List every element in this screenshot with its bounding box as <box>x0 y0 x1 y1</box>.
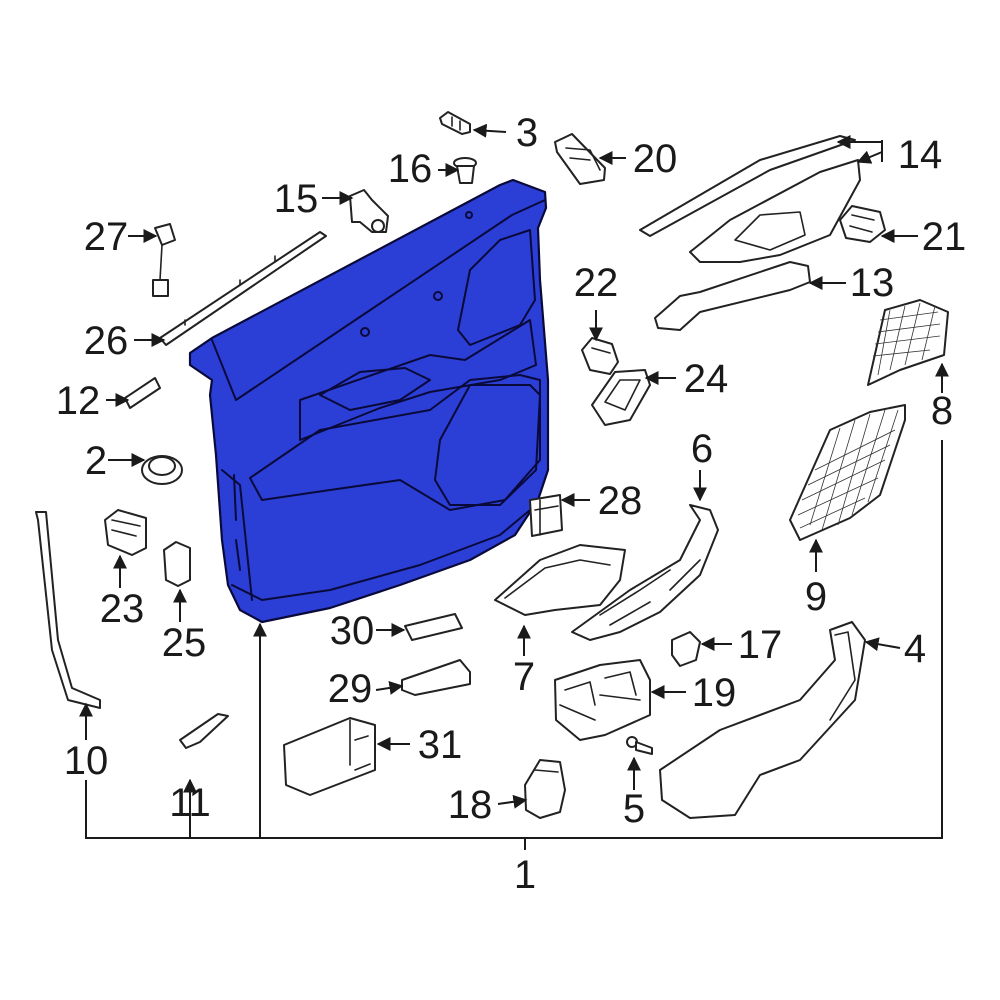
weatherstrip-part[interactable] <box>35 511 101 709</box>
callout-29[interactable]: 29 <box>328 667 373 711</box>
panel-lower-pocket <box>249 374 541 511</box>
panel-armrest <box>299 319 537 441</box>
callout-30[interactable]: 30 <box>330 609 375 653</box>
small-switch-part[interactable] <box>104 509 147 556</box>
callout-25[interactable]: 25 <box>162 621 207 665</box>
clip-part[interactable] <box>179 713 229 749</box>
callout-14[interactable]: 14 <box>898 133 943 177</box>
callout-22[interactable]: 22 <box>574 261 619 305</box>
switch-cap-part[interactable] <box>554 133 606 185</box>
panel-map-pocket <box>434 384 541 506</box>
molding-part[interactable] <box>654 261 811 331</box>
door-trim-panel-body <box>188 178 550 624</box>
callout-19[interactable]: 19 <box>692 671 737 715</box>
socket-part[interactable] <box>671 631 701 667</box>
lower-switch-part[interactable] <box>524 759 566 819</box>
panel-clip-hole <box>433 291 443 301</box>
panel-bottom-edge <box>231 509 531 601</box>
connector-part[interactable] <box>529 494 563 537</box>
callout-20[interactable]: 20 <box>633 137 678 181</box>
badge-part[interactable] <box>404 613 463 641</box>
mirror-switch-part[interactable] <box>839 205 886 243</box>
lower-grille-part[interactable] <box>789 404 906 541</box>
speaker-grille-part[interactable] <box>867 299 949 386</box>
leader-lines <box>79 123 949 850</box>
control-module-part[interactable] <box>283 717 376 796</box>
callout-21[interactable]: 21 <box>922 215 967 259</box>
upper-trim-strip-part[interactable] <box>639 135 861 263</box>
callout-17[interactable]: 17 <box>738 623 783 667</box>
callout-13[interactable]: 13 <box>850 261 895 305</box>
callout-11[interactable]: 11 <box>169 781 211 825</box>
armrest-pad-part[interactable] <box>659 621 866 819</box>
callout-2[interactable]: 2 <box>85 439 107 483</box>
callout-15[interactable]: 15 <box>274 177 319 221</box>
callout-31[interactable]: 31 <box>418 723 463 767</box>
callout-7[interactable]: 7 <box>513 655 535 699</box>
callout-9[interactable]: 9 <box>805 575 827 619</box>
panel-top-rail <box>211 199 546 401</box>
callout-6[interactable]: 6 <box>691 427 713 471</box>
callout-16[interactable]: 16 <box>388 147 433 191</box>
callout-5[interactable]: 5 <box>623 787 645 831</box>
wiring-harness-part[interactable] <box>152 223 176 297</box>
panel-front-edge <box>221 469 253 601</box>
pin-part[interactable] <box>439 111 471 135</box>
callout-12[interactable]: 12 <box>56 379 101 423</box>
door-trim-panel[interactable] <box>188 178 550 624</box>
callout-3[interactable]: 3 <box>516 111 538 155</box>
panel-handle-recess <box>319 367 431 411</box>
grommet-part[interactable] <box>141 455 183 485</box>
bracket-part[interactable] <box>349 189 389 233</box>
callout-labels: 1 2 3 4 5 6 7 8 9 10 11 12 13 14 15 16 1… <box>56 111 967 897</box>
panel-clip-hole <box>465 211 473 219</box>
tray-part[interactable] <box>494 544 626 616</box>
callout-18[interactable]: 18 <box>448 783 493 827</box>
window-switch-part[interactable] <box>554 659 651 741</box>
callout-23[interactable]: 23 <box>100 587 145 631</box>
callout-4[interactable]: 4 <box>904 627 926 671</box>
callout-10[interactable]: 10 <box>64 739 109 783</box>
callout-8[interactable]: 8 <box>931 389 953 433</box>
switch-bezel-part[interactable] <box>591 369 651 426</box>
lower-grille-mesh <box>797 409 899 531</box>
label-part[interactable] <box>124 377 161 409</box>
screw-part[interactable] <box>626 736 653 755</box>
callout-28[interactable]: 28 <box>598 479 643 523</box>
callout-27[interactable]: 27 <box>84 215 129 259</box>
panel-clip-hole <box>360 327 370 337</box>
grille-mesh <box>872 302 941 376</box>
pad-part[interactable] <box>401 659 471 696</box>
callout-24[interactable]: 24 <box>684 357 729 401</box>
callout-26[interactable]: 26 <box>84 319 129 363</box>
cover-part[interactable] <box>163 541 191 587</box>
lock-switch-part[interactable] <box>581 337 619 375</box>
callout-1[interactable]: 1 <box>514 853 536 897</box>
panel-upper-pocket <box>457 229 536 346</box>
switch-panel-part[interactable] <box>571 504 719 641</box>
